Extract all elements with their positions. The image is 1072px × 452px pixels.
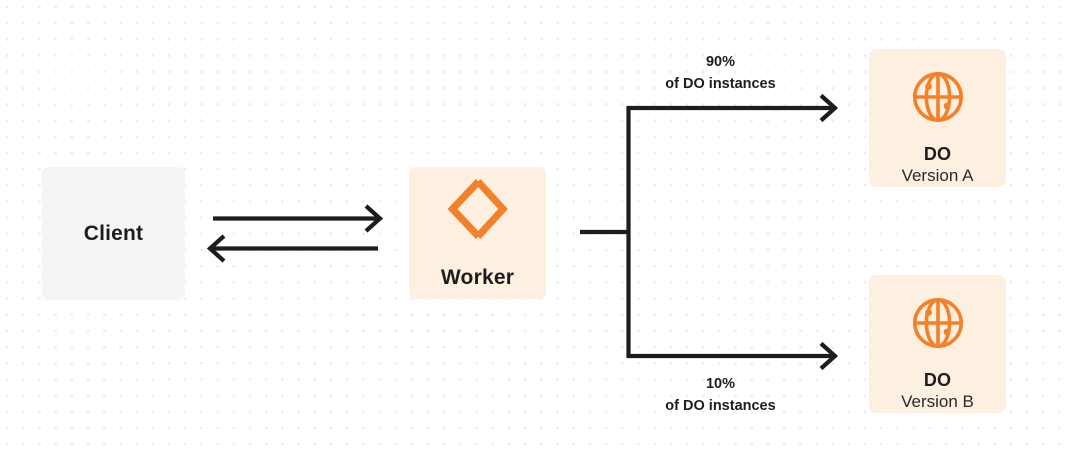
edge-label-do-a-percent: 90%	[705, 54, 736, 70]
edge-label-do-b: 10% of DO instances	[618, 374, 823, 418]
edge-worker-to-do-a	[627, 93, 839, 123]
edge-label-do-a: 90% of DO instances	[618, 52, 823, 96]
edge-label-do-a-description: of DO instances	[665, 75, 776, 92]
node-worker[interactable]: Worker	[409, 167, 546, 299]
node-worker-label: Worker	[440, 265, 515, 289]
node-do-b-sublabel: Version B	[901, 391, 974, 411]
edge-worker-to-client	[206, 234, 378, 263]
node-client-label: Client	[83, 221, 144, 245]
node-do-b-label: DO	[923, 370, 952, 390]
edge-worker-to-do-b	[627, 341, 839, 371]
node-do-version-a[interactable]: DO Version A	[869, 49, 1006, 187]
globe-icon	[909, 68, 967, 131]
globe-icon	[909, 294, 967, 357]
edge-label-do-b-percent: 10%	[705, 376, 736, 392]
node-do-a-label: DO	[923, 144, 952, 164]
node-client[interactable]: Client	[42, 167, 185, 300]
edge-label-do-b-description: of DO instances	[665, 397, 776, 414]
cloudflare-workers-icon	[445, 177, 511, 246]
edge-client-to-worker	[213, 204, 384, 233]
node-do-a-sublabel: Version A	[901, 165, 974, 185]
node-do-version-b[interactable]: DO Version B	[869, 275, 1006, 413]
